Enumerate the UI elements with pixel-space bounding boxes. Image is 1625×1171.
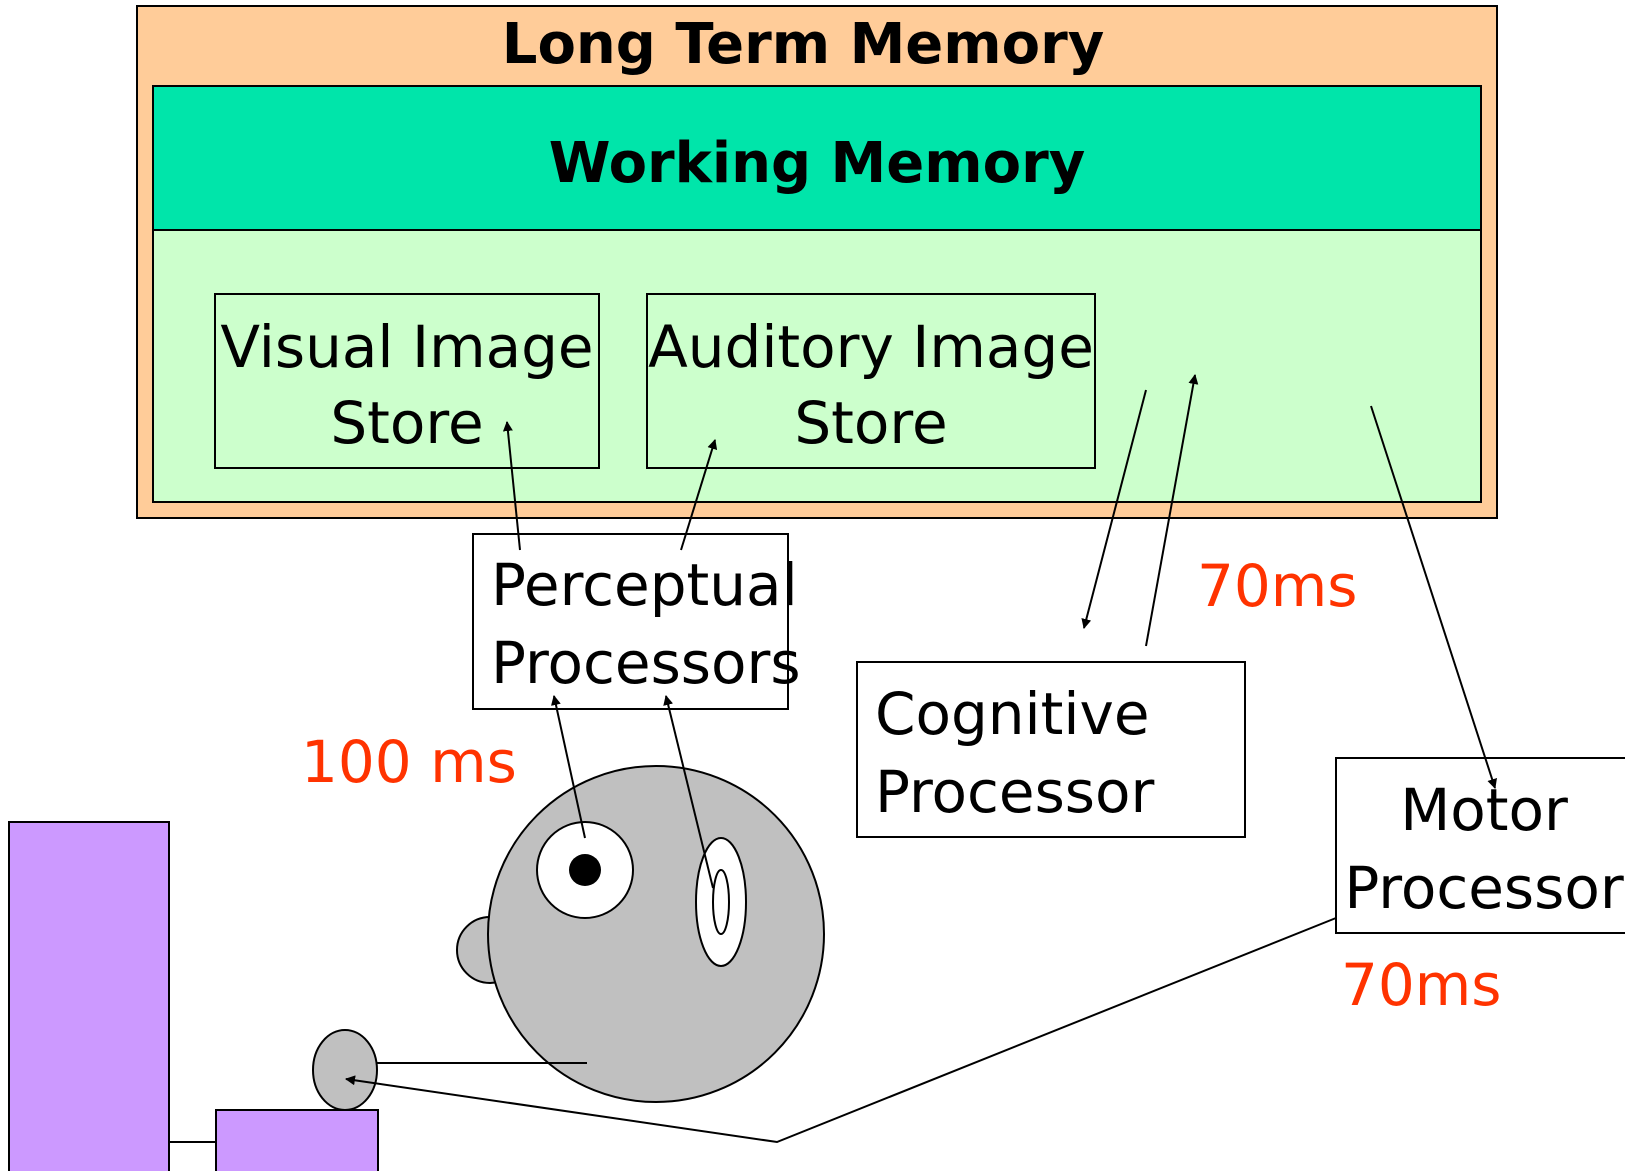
working-memory-label: Working Memory: [549, 131, 1085, 196]
motor-processor-line1: Motor: [1400, 776, 1568, 844]
person-hand: [312, 1029, 378, 1111]
perceptual-to-auditory-store-arrow: [680, 439, 718, 551]
cognitive-to-memory-arrow: [1145, 374, 1199, 647]
motor-processor-box: [1335, 757, 1625, 934]
perceptual-timing-label: 100 ms: [301, 728, 517, 796]
auditory-image-store-line1: Auditory Image: [648, 313, 1094, 381]
cognitive-timing-label: 70ms: [1197, 552, 1358, 620]
eye-to-perceptual-arrow: [551, 695, 586, 839]
memory-to-cognitive-arrow: [1081, 389, 1147, 629]
visual-image-store-line1: Visual Image: [220, 313, 593, 381]
auditory-image-store-box: [646, 293, 1096, 469]
perceptual-processors-box: [472, 533, 789, 710]
cognitive-processor-line1: Cognitive: [875, 680, 1150, 748]
person-head: [487, 765, 825, 1103]
person-pupil: [569, 854, 601, 886]
working-memory-header: [152, 85, 1482, 231]
motor-to-hand-arrow: [345, 917, 1337, 1144]
ear-to-perceptual-arrow: [663, 695, 714, 889]
motor-processor-line2: Processor: [1344, 854, 1624, 922]
computer-keyboard: [215, 1109, 379, 1171]
visual-image-store-box: [214, 293, 600, 469]
cognitive-processor-box: [856, 661, 1246, 838]
auditory-image-store-line2: Store: [794, 389, 947, 457]
perceptual-processors-line1: Perceptual: [491, 551, 798, 619]
person-ear-inner: [712, 869, 730, 935]
computer-monitor: [8, 821, 170, 1171]
perceptual-processors-line2: Processors: [491, 629, 801, 697]
memory-to-motor-arrow: [1370, 405, 1497, 789]
perceptual-to-visual-store-arrow: [502, 421, 521, 551]
long-term-memory-label: Long Term Memory: [502, 12, 1104, 77]
cognitive-processor-line2: Processor: [875, 758, 1155, 826]
motor-timing-label: 70ms: [1341, 951, 1502, 1019]
visual-image-store-line2: Store: [330, 389, 483, 457]
